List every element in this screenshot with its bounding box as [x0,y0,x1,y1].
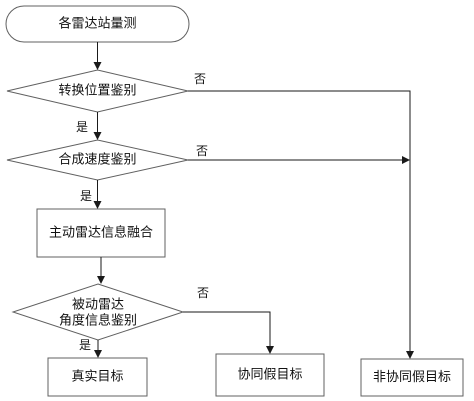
noncoop-false-target-node: 非协同假目标 [360,358,464,397]
position-yes-label: 是 [76,120,88,134]
velocity-decision-label: 合成速度鉴别 [58,152,136,168]
start-node-label: 各雷达站量测 [58,16,136,32]
angle-decision-label-line1: 被动雷达 [72,298,124,313]
noncoop-false-target-label: 非协同假目标 [373,370,451,385]
angle-yes-label: 是 [79,338,91,352]
angle-decision-node: 被动雷达 角度信息鉴别 [11,283,185,341]
velocity-decision-node: 合成速度鉴别 [6,139,189,181]
velocity-yes-label: 是 [80,189,92,203]
arrow-position-no [188,90,414,359]
coop-false-target-label: 协同假目标 [237,368,302,383]
coop-false-target-node: 协同假目标 [215,353,325,397]
start-node: 各雷达站量测 [5,5,190,43]
fusion-node: 主动雷达信息融合 [36,208,166,258]
fusion-node-label: 主动雷达信息融合 [49,225,153,241]
position-no-label: 否 [194,72,206,86]
arrow-angle-no [183,311,274,354]
true-target-label: 真实目标 [71,370,123,385]
velocity-no-label: 否 [196,144,208,158]
position-decision-node: 转换位置鉴别 [6,69,189,113]
position-decision-label: 转换位置鉴别 [58,84,136,99]
true-target-node: 真实目标 [47,357,148,397]
angle-no-label: 否 [197,286,209,300]
angle-decision-label-line2: 角度信息鉴别 [59,313,137,329]
